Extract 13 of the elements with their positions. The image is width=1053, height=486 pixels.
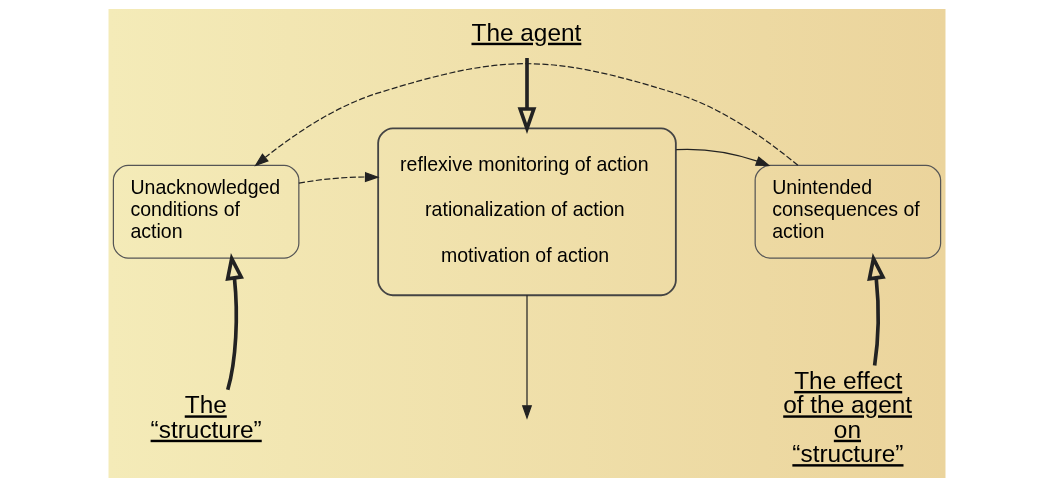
arrow — [253, 62, 798, 166]
node-text: The agent — [470, 18, 581, 46]
arrow — [866, 252, 886, 366]
arrow — [675, 148, 770, 166]
node-text: The effect of the agent on “structure” — [782, 366, 912, 467]
arrow — [297, 171, 380, 184]
node-box: reflexive monitoring of action rationalization of action motivation of action — [376, 126, 677, 296]
node-text: The “structure” — [150, 390, 262, 443]
arrow — [521, 294, 532, 420]
arrow — [224, 252, 244, 390]
node-box: Unintended consequences of action — [754, 164, 941, 259]
node-box: Unacknowledged conditions of action — [112, 164, 299, 259]
arrow — [517, 57, 536, 134]
